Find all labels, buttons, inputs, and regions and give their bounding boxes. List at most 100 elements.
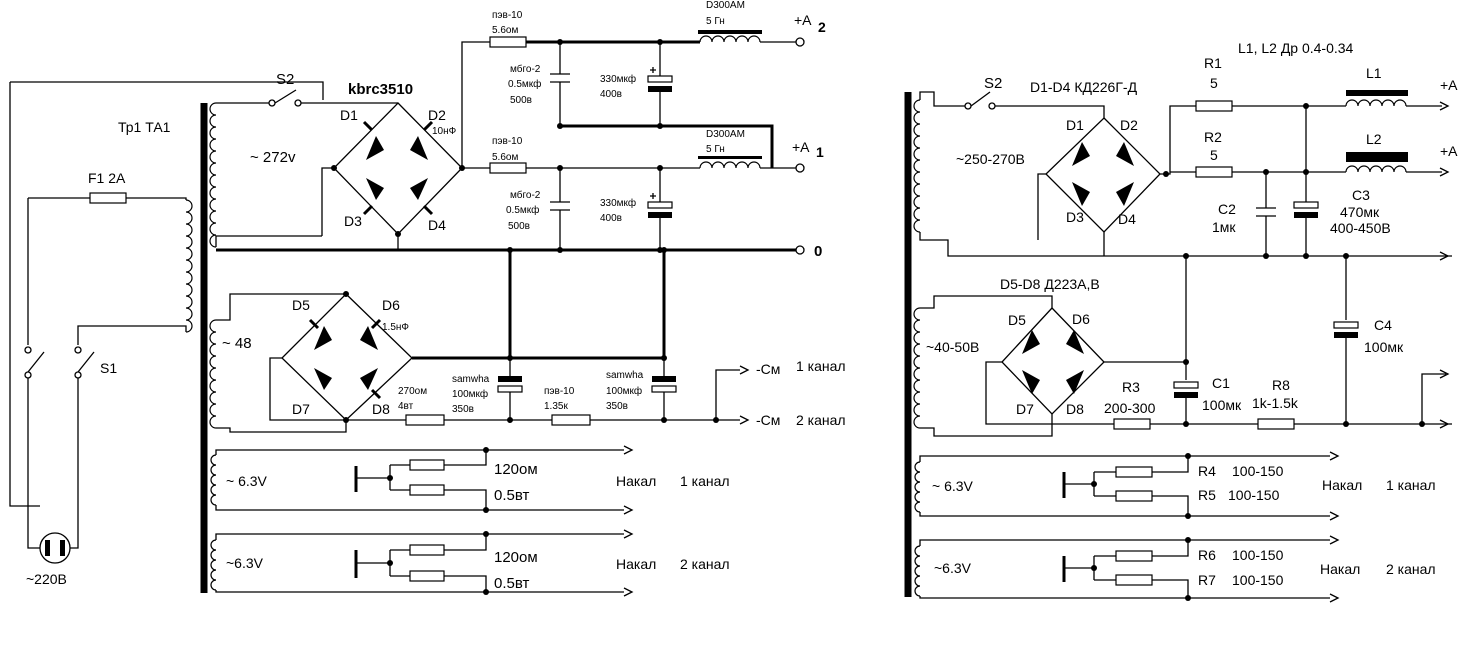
res-ch2 (489, 36, 527, 48)
label-d5: D5 (292, 297, 310, 313)
label-c2v: 1мк (1212, 219, 1236, 235)
label-ch2-capv: 500в (510, 95, 532, 106)
bias-winding (209, 319, 217, 429)
label-r8: R8 (1272, 377, 1290, 393)
diode-d6 (360, 326, 378, 350)
label-heat2-ch: 2 канал (680, 556, 730, 572)
hv-winding-right (913, 99, 921, 233)
ecap-bias1 (498, 376, 522, 382)
s2-switch (274, 89, 297, 104)
label-ch2-capval: 0.5мкф (508, 78, 541, 90)
label-ch2-restype: пэв-10 (492, 10, 523, 21)
diode-d3 (366, 178, 384, 200)
label-ch1-capval: 0.5мкф (506, 204, 539, 216)
heater1-winding (210, 454, 217, 506)
bias-winding-right (913, 307, 921, 429)
label-cap-d2: 10нФ (432, 126, 457, 137)
label-bias-out2: -См (756, 412, 780, 428)
res-r1 (1195, 100, 1233, 112)
label-v-bias-right: ~40-50В (926, 339, 979, 355)
right-schematic: S2 ~250-270В D1-D4 КД226Г-Д L1, L2 Др 0.… (904, 40, 1458, 603)
s2-switch-right (970, 91, 991, 107)
label-bias-out1: -См (756, 361, 780, 377)
res-r6 (1115, 550, 1153, 562)
label-heat2: Накал (616, 556, 656, 572)
hv-winding (209, 102, 217, 248)
left-schematic: Тр1 ТА1 F1 2A S1 ~220В S2 ~ 272v kbrc351… (9, 0, 846, 597)
diode-d2 (410, 136, 428, 160)
label-chokes-right: L1, L2 Др 0.4-0.34 (1238, 40, 1354, 56)
ecap-ch1 (648, 212, 672, 218)
res-r4 (1115, 466, 1153, 478)
label-v-high-right: ~250-270В (956, 151, 1025, 167)
label-ch2-chokeval: 5 Гн (706, 16, 725, 27)
label-r6: R6 (1198, 547, 1216, 563)
label-zero: 0 (814, 243, 822, 260)
label-l1: L1 (1366, 65, 1382, 81)
label-heat2-v: ~6.3V (226, 555, 264, 571)
label-heat1-v: ~ 6.3V (226, 473, 268, 489)
ecap-ch2 (648, 86, 672, 92)
heater2-winding-right (914, 545, 921, 597)
label-heat2-right: Накал (1320, 561, 1360, 577)
label-r3v: 200-300 (1104, 400, 1156, 416)
label-c3: C3 (1352, 187, 1370, 203)
label-ch2-resval: 5.6ом (492, 25, 518, 36)
label-heat1: Накал (616, 473, 656, 489)
label-ch1-ecapv: 400в (600, 213, 622, 224)
diode-rd6 (1066, 330, 1084, 354)
label-d8: D8 (372, 401, 390, 417)
label-l2: L2 (1366, 131, 1382, 147)
label-c4: C4 (1374, 317, 1392, 333)
ecap-c3 (1294, 212, 1318, 218)
label-ch1-num: 1 (816, 144, 824, 160)
mains-plug (39, 532, 71, 564)
label-heat1-ch-right: 1 канал (1386, 477, 1436, 493)
label-rd4: D4 (1118, 211, 1136, 227)
label-d6: D6 (382, 297, 400, 313)
label-c4v: 100мк (1364, 339, 1404, 355)
res-bias-270 (405, 414, 445, 426)
label-heat1-v-right: ~ 6.3V (932, 478, 974, 494)
label-r5: R5 (1198, 487, 1216, 503)
label-r2v: 5 (1210, 147, 1218, 163)
diode-d1 (366, 136, 384, 160)
label-bias-c1c: 350в (452, 404, 474, 415)
label-r2: R2 (1204, 129, 1222, 145)
label-s2: S2 (276, 71, 294, 88)
diode-rd5 (1022, 330, 1040, 354)
label-s1: S1 (100, 360, 117, 376)
label-c3u: 400-450В (1330, 220, 1391, 236)
label-transformer: Тр1 ТА1 (118, 119, 171, 135)
choke-l2 (1345, 165, 1407, 173)
label-s2-right: S2 (984, 75, 1002, 92)
diode-rd2 (1116, 142, 1134, 166)
label-c2: C2 (1218, 201, 1236, 217)
ecap-c1 (1174, 392, 1198, 398)
label-bias-c2c: 350в (606, 401, 628, 412)
label-r6v: 100-150 (1232, 547, 1284, 563)
label-out-a2: +A (794, 12, 812, 28)
label-ch1-resval: 5.6ом (492, 152, 518, 163)
label-r3: R3 (1122, 379, 1140, 395)
label-out-a1: +A (792, 139, 810, 155)
label-ch2-choke: D300AM (706, 0, 745, 11)
label-bias-c1a: samwha (452, 374, 490, 385)
label-bridge-bias-right: D5-D8 Д223А,В (1000, 276, 1100, 292)
res-bias-135k (551, 414, 591, 426)
label-bias-r1b: 4вт (398, 401, 414, 412)
label-bridge-right: D1-D4 КД226Г-Д (1030, 79, 1138, 95)
label-d2: D2 (428, 107, 446, 123)
label-bias-c2b: 100мкф (606, 385, 642, 397)
diode-rd1 (1072, 142, 1090, 166)
label-bias-lbl2: 2 канал (796, 412, 846, 428)
label-bias-c2a: samwha (606, 370, 644, 381)
label-r4: R4 (1198, 463, 1216, 479)
label-ch2-ecapv: 400в (600, 89, 622, 100)
label-ch2-ecap: 330мкф (600, 73, 636, 85)
label-r1: R1 (1204, 55, 1222, 71)
label-rd2: D2 (1120, 117, 1138, 133)
label-bias-lbl1: 1 канал (796, 358, 846, 374)
label-v-bias: ~ 48 (222, 335, 252, 352)
